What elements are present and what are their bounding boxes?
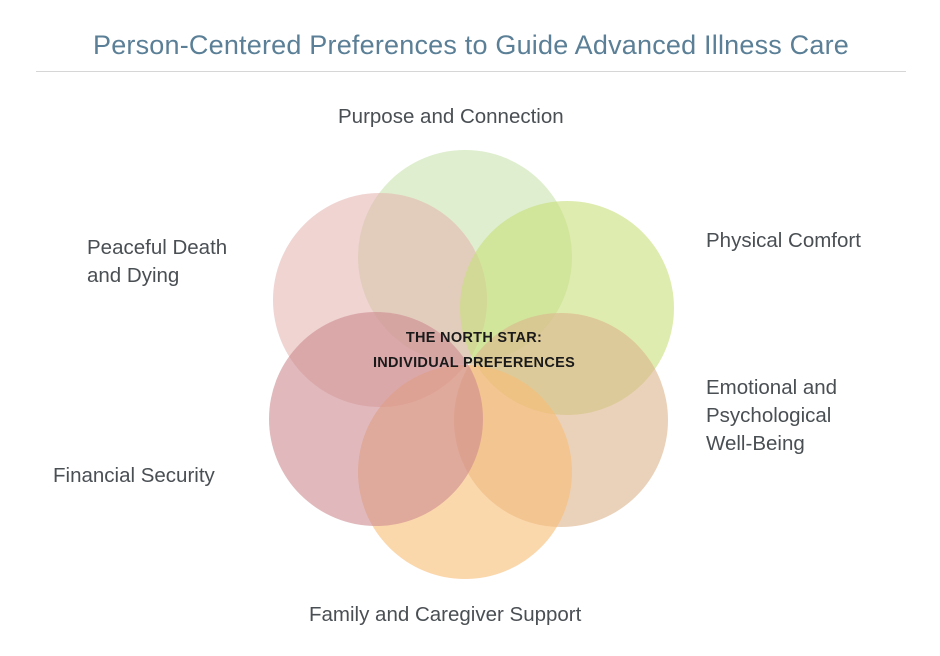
label-purpose-line-1: Purpose and Connection	[338, 105, 564, 128]
label-emotional-wellbeing: Emotional and Psychological Well-Being	[706, 374, 837, 458]
label-emotional-line-2: Psychological	[706, 404, 832, 427]
north-star-line-2: INDIVIDUAL PREFERENCES	[372, 355, 576, 371]
north-star-line-1: THE NORTH STAR:	[405, 330, 543, 346]
north-star-label: THE NORTH STAR: INDIVIDUAL PREFERENCES	[330, 326, 618, 376]
label-peaceful-line-2: and Dying	[87, 264, 180, 287]
label-peaceful-line-1: Peaceful Death	[87, 236, 228, 259]
label-emotional-line-3: Well-Being	[706, 432, 805, 455]
diagram-title: Person-Centered Preferences to Guide Adv…	[92, 30, 849, 60]
label-physical-line-1: Physical Comfort	[706, 229, 861, 252]
label-family-line-1: Family and Caregiver Support	[309, 603, 582, 626]
label-financial-line-1: Financial Security	[53, 464, 215, 487]
label-emotional-line-1: Emotional and	[706, 376, 838, 399]
label-peaceful-death: Peaceful Death and Dying	[87, 234, 227, 290]
title-divider	[36, 71, 906, 72]
circle-financial	[269, 312, 483, 526]
label-family-caregiver-support: Family and Caregiver Support	[309, 601, 581, 629]
label-purpose-and-connection: Purpose and Connection	[338, 103, 564, 131]
label-physical-comfort: Physical Comfort	[706, 227, 861, 255]
label-financial-security: Financial Security	[53, 462, 215, 490]
